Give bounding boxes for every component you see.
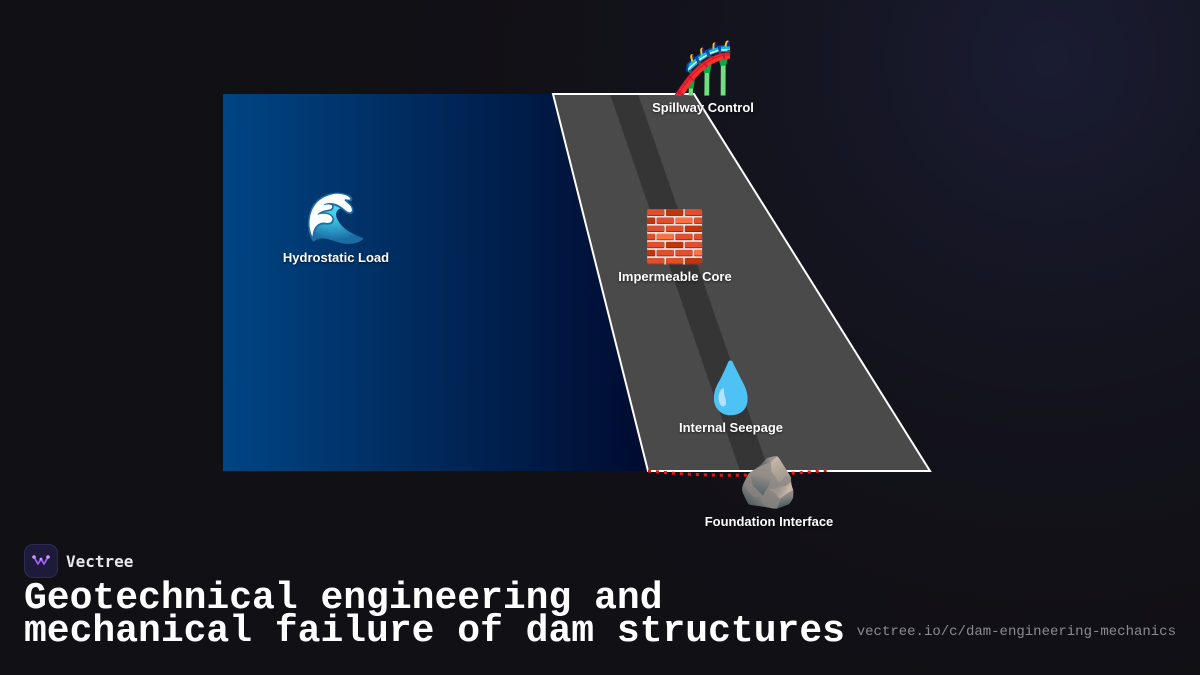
vectree-logo-icon — [24, 544, 58, 578]
node-label: Foundation Interface — [704, 514, 834, 529]
node-label: Hydrostatic Load — [282, 250, 390, 265]
node-impermeable-core: 🧱 Impermeable Core — [618, 209, 731, 284]
node-hydrostatic-load: 🌊 Hydrostatic Load — [283, 190, 389, 265]
rock-icon: 🪨 — [737, 453, 801, 511]
foundation-line — [647, 468, 831, 477]
node-spillway-control: 🎢 Spillway Control — [652, 40, 754, 115]
dam-core — [610, 94, 769, 471]
node-internal-seepage: 💧 Internal Seepage — [679, 360, 783, 435]
node-label: Impermeable Core — [618, 269, 732, 284]
wave-icon: 🌊 — [304, 189, 368, 247]
node-label: Spillway Control — [652, 100, 754, 115]
brand-name: Vectree — [66, 551, 134, 571]
droplet-icon: 💧 — [699, 359, 763, 417]
node-label: Internal Seepage — [678, 420, 784, 435]
page-title: Geotechnical engineering and mechanical … — [24, 577, 845, 653]
source-url: vectree.io/c/dam-engineering-mechanics — [856, 624, 1176, 640]
roller-coaster-icon: 🎢 — [671, 39, 735, 97]
brand: Vectree — [24, 544, 133, 578]
node-foundation-interface: 🪨 Foundation Interface — [705, 454, 834, 529]
title-line-1: Geotechnical engineering and — [24, 577, 663, 620]
brick-icon: 🧱 — [643, 208, 707, 266]
dam-outline — [551, 93, 932, 472]
title-line-2: mechanical failure of dam structures — [24, 610, 845, 653]
